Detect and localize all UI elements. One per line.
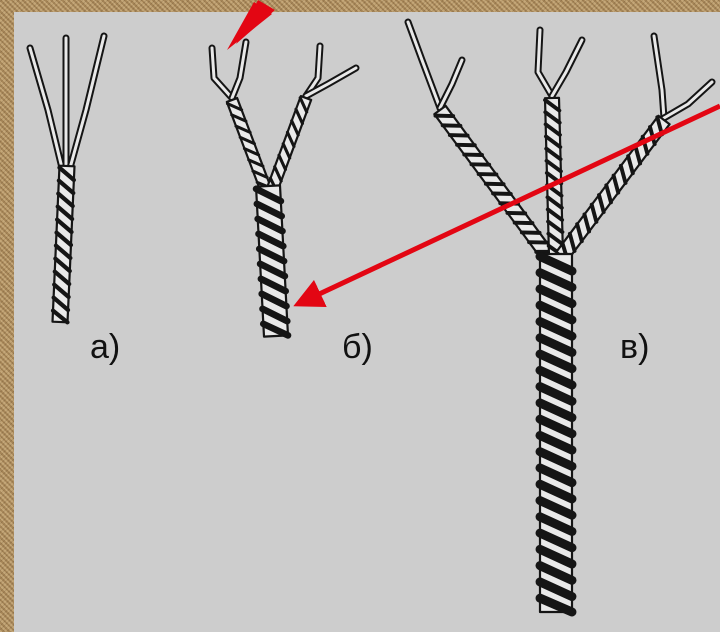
twisted-rope bbox=[256, 185, 288, 336]
strand-left bbox=[434, 106, 553, 260]
fiber-middle-a bbox=[538, 30, 552, 96]
arrow-to-rope-b bbox=[315, 106, 720, 296]
twisted-rope bbox=[53, 166, 75, 323]
label-a: а) bbox=[90, 328, 120, 366]
strand-middle bbox=[545, 98, 563, 256]
rope-figure-a bbox=[30, 36, 104, 322]
rope-figure-c bbox=[408, 22, 712, 612]
strand-left bbox=[30, 48, 62, 168]
strand-left bbox=[227, 98, 271, 192]
fiber-left-a bbox=[408, 22, 440, 108]
label-c: в) bbox=[620, 328, 649, 366]
fiber-middle-b bbox=[552, 40, 582, 96]
label-b: б) bbox=[342, 328, 373, 366]
fiber-right-a bbox=[654, 36, 664, 118]
fiber-left-b bbox=[232, 42, 246, 98]
fiber-left-a bbox=[212, 48, 232, 98]
twisted-rope bbox=[540, 254, 572, 612]
strand-right bbox=[70, 36, 104, 168]
rope-figure-b bbox=[212, 42, 356, 337]
strand-right bbox=[267, 96, 311, 192]
arrow-to-strand-top bbox=[227, 0, 275, 50]
fiber-left-b bbox=[440, 60, 462, 108]
